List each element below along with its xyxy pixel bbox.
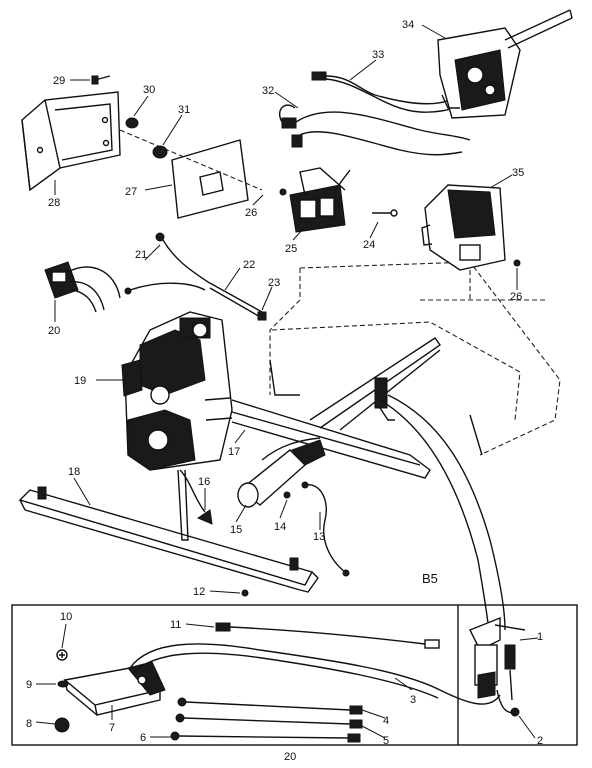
- callout-31: 31: [178, 104, 190, 116]
- fitting-part-2: [510, 707, 520, 717]
- wire-part-21: [124, 232, 209, 295]
- jumper-wire-part-4: [177, 697, 363, 715]
- ignition-kit-box: [11, 604, 578, 746]
- callout-7: 7: [109, 722, 115, 734]
- callout-19: 19: [74, 375, 86, 387]
- grommet-part-8: [54, 717, 70, 733]
- wire-harness-part-32: [278, 104, 471, 156]
- cabinet-outline: [269, 261, 561, 456]
- callout-5: 5: [383, 735, 389, 747]
- callout-17: 17: [228, 446, 240, 458]
- callout-22: 22: [243, 259, 255, 271]
- wire-harness-part-33: [311, 71, 461, 113]
- callout-1: 1: [537, 631, 543, 643]
- callout-6: 6: [140, 732, 146, 744]
- callout-35: 35: [512, 167, 524, 179]
- fitting-part-16: [179, 469, 213, 525]
- callout-16: 16: [198, 476, 210, 488]
- callout-9: 9: [26, 679, 32, 691]
- callout-30: 30: [143, 84, 155, 96]
- section-label: B5: [422, 571, 438, 586]
- callout-26-right: 26: [510, 291, 522, 303]
- bracket-part-28: [21, 91, 121, 192]
- gas-valve-part-19: [121, 311, 233, 471]
- screw-part-14: [283, 491, 291, 499]
- pilot-tubing: [379, 394, 506, 641]
- jumper-wire-part-5: [175, 713, 363, 729]
- callout-27: 27: [125, 186, 137, 198]
- callout-4: 4: [383, 715, 389, 727]
- wire-part-13: [301, 481, 350, 577]
- burner-part-15: [237, 437, 326, 508]
- transformer-part-25: [289, 167, 351, 233]
- screw-part-26a: [279, 188, 287, 196]
- callout-26-left: 26: [245, 207, 257, 219]
- callout-labels: 1 2 3 4 5 6 7 8 9 10 11 12 13 14 15 16 1…: [26, 19, 543, 763]
- burner-tubes-part-17: [231, 337, 441, 479]
- grommet-part-31: [152, 145, 168, 159]
- callout-3: 3: [410, 694, 416, 706]
- plate-part-27: [119, 129, 263, 219]
- callout-21: 21: [135, 249, 147, 261]
- screw-part-29: [91, 75, 111, 85]
- callout-23: 23: [268, 277, 280, 289]
- thermostat-part-34: [437, 9, 573, 119]
- screw-part-26b: [513, 259, 521, 267]
- callout-11: 11: [170, 619, 181, 631]
- callout-8: 8: [26, 718, 32, 730]
- washer-part-9: [57, 680, 69, 688]
- callout-20-upper: 20: [48, 325, 60, 337]
- callout-25: 25: [285, 243, 297, 255]
- jumper-wire-part-6: [170, 731, 361, 743]
- callout-18: 18: [68, 466, 80, 478]
- callout-34: 34: [402, 19, 414, 31]
- plug-part-12: [241, 589, 249, 597]
- callout-20-lower: 20: [284, 751, 296, 763]
- callout-29: 29: [53, 75, 65, 87]
- callout-10: 10: [60, 611, 72, 623]
- relay-part-35: [421, 184, 506, 271]
- screw-part-10: [56, 649, 68, 661]
- screw-part-24: [372, 209, 398, 217]
- lead-wire-part-11: [215, 622, 440, 649]
- callout-28: 28: [48, 197, 60, 209]
- manifold-part-18: [18, 469, 319, 593]
- callout-24: 24: [363, 239, 375, 251]
- callout-14: 14: [274, 521, 286, 533]
- grommet-part-30: [125, 117, 139, 129]
- callout-15: 15: [230, 524, 242, 536]
- callout-32: 32: [262, 85, 274, 97]
- callout-33: 33: [372, 49, 384, 61]
- callout-2: 2: [537, 735, 543, 747]
- connector-part-20: [44, 261, 121, 313]
- leader-lines: [35, 24, 539, 739]
- spark-module-part-7: [63, 661, 166, 716]
- hv-lead-part-3: [129, 643, 501, 705]
- wire-part-22: [207, 281, 267, 321]
- callout-13: 13: [313, 531, 325, 543]
- callout-12: 12: [193, 586, 205, 598]
